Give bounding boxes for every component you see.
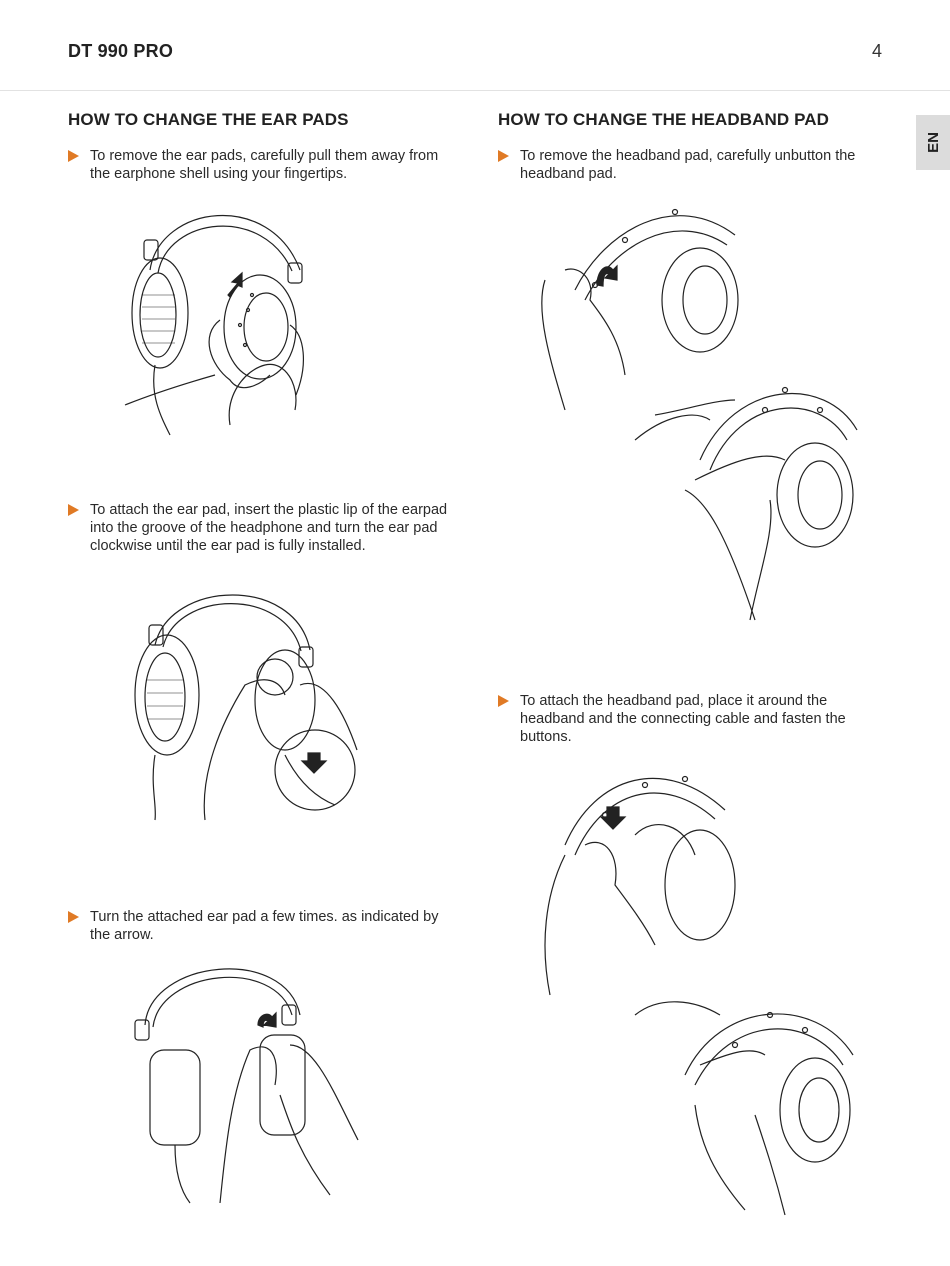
arrow-icon: [228, 273, 242, 297]
triangle-bullet-icon: [68, 504, 79, 516]
ear-pads-step-3: Turn the attached ear pad a few times. a…: [68, 908, 450, 944]
ear-pads-title: HOW TO CHANGE THE EAR PADS: [68, 110, 349, 129]
triangle-bullet-icon: [498, 695, 509, 707]
headband-pad-step-1: To remove the headband pad, carefully un…: [498, 147, 890, 183]
ear-pads-step-3-text: Turn the attached ear pad a few times. a…: [90, 909, 439, 943]
header-divider: [0, 90, 950, 91]
attach-headband-pad-illustration: [535, 755, 865, 1215]
arrow-icon: [258, 1013, 276, 1027]
arrow-icon: [597, 266, 617, 286]
triangle-bullet-icon: [68, 911, 79, 923]
ear-pads-step-2-text: To attach the ear pad, insert the plasti…: [90, 502, 448, 554]
triangle-bullet-icon: [498, 150, 509, 162]
turn-ear-pad-illustration: [130, 955, 360, 1205]
attach-ear-pad-illustration: [125, 585, 360, 830]
ear-pads-step-1: To remove the ear pads, carefully pull t…: [68, 147, 450, 183]
language-tab-label: EN: [924, 132, 942, 153]
document-title: DT 990 PRO: [68, 41, 174, 61]
page-number: 4: [871, 41, 882, 61]
ear-pads-step-1-text: To remove the ear pads, carefully pull t…: [90, 148, 439, 182]
headband-pad-title: HOW TO CHANGE THE HEADBAND PAD: [498, 110, 830, 129]
headband-pad-step-1-text: To remove the headband pad, carefully un…: [520, 148, 856, 182]
triangle-bullet-icon: [68, 150, 79, 162]
remove-ear-pad-illustration: [120, 195, 320, 440]
ear-pads-step-2: To attach the ear pad, insert the plasti…: [68, 501, 450, 555]
headband-pad-step-2-text: To attach the headband pad, place it aro…: [520, 693, 846, 745]
headband-pad-step-2: To attach the headband pad, place it aro…: [498, 692, 890, 746]
arrow-icon: [601, 807, 625, 829]
remove-headband-pad-illustration: [535, 200, 865, 620]
arrow-icon: [302, 753, 326, 773]
language-tab[interactable]: EN: [916, 115, 950, 170]
